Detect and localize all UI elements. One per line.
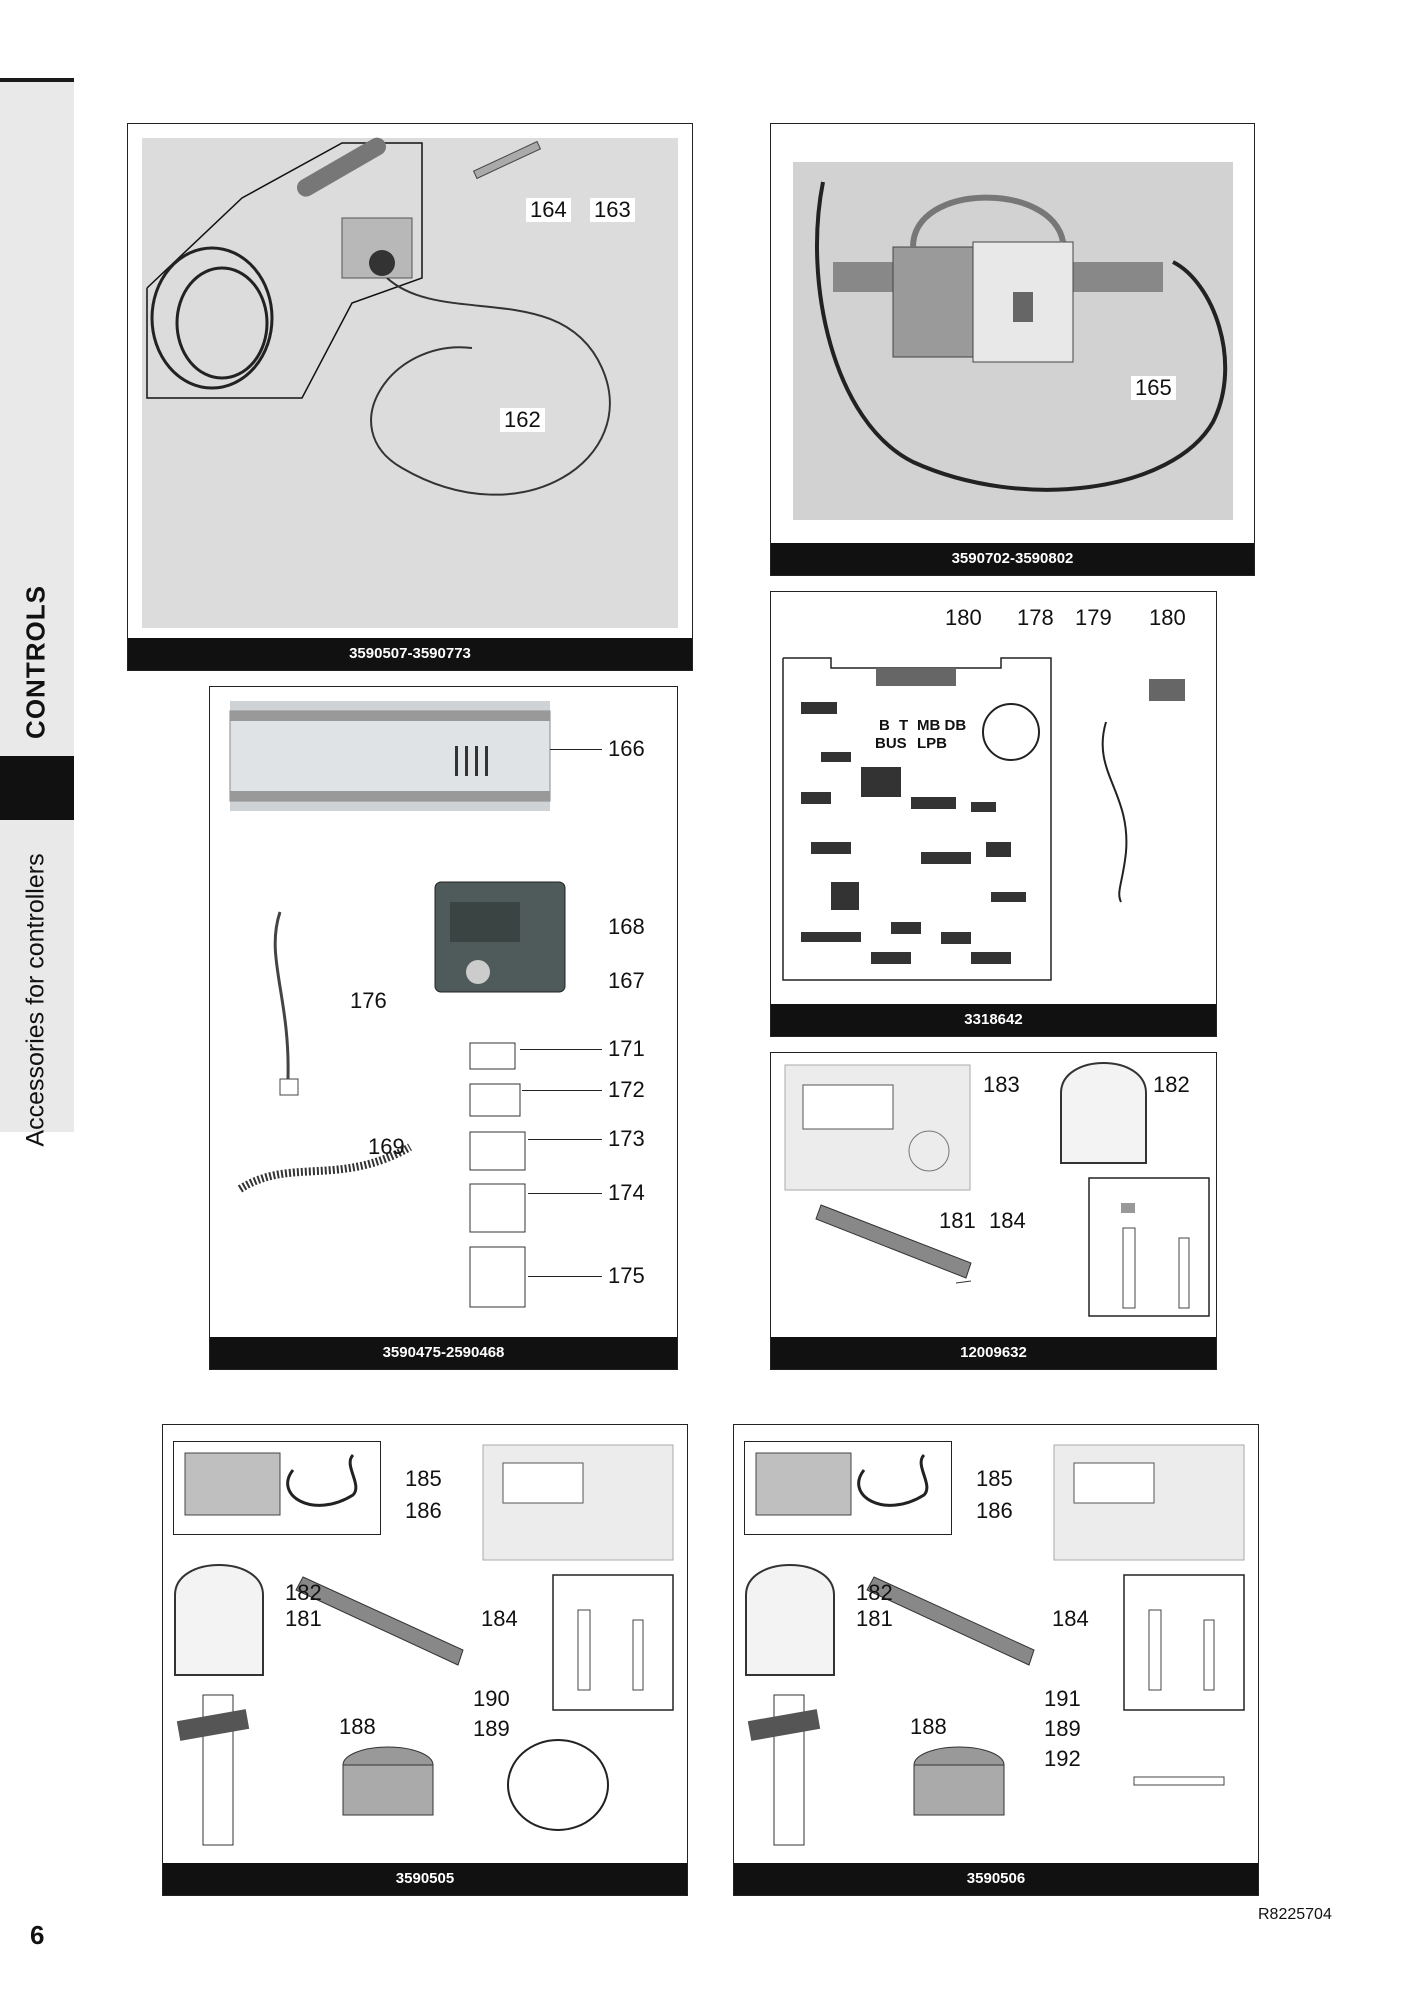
- pcb-label-mb-db: MB DB: [917, 717, 967, 734]
- panel-controller: 166 168 167 176 171 172 173 174 175 169 …: [209, 686, 678, 1370]
- callout-182: 182: [856, 1580, 893, 1605]
- callout-163: 163: [590, 198, 635, 222]
- pcb-label-b: B: [879, 717, 890, 734]
- callout-184: 184: [989, 1208, 1026, 1233]
- callout-171: 171: [608, 1036, 645, 1061]
- callout-184: 184: [481, 1606, 518, 1631]
- callout-191: 191: [1044, 1686, 1081, 1711]
- callout-167: 167: [608, 968, 645, 993]
- panel-caption: 3590702-3590802: [771, 543, 1254, 575]
- side-tab: [0, 82, 74, 1132]
- callout-165: 165: [1131, 376, 1176, 400]
- pcb-illustration: [782, 657, 1185, 981]
- callout-181: 181: [285, 1606, 322, 1631]
- kit-3590505-illustration: [174, 1444, 674, 1846]
- controller-photo: [229, 701, 551, 811]
- callout-183: 183: [983, 1072, 1020, 1097]
- relay-illustration: [815, 181, 1228, 492]
- callout-172: 172: [608, 1077, 645, 1102]
- callout-180: 180: [945, 605, 982, 630]
- panel-room-unit: 183 182 181 184 12009632: [770, 1052, 1217, 1370]
- room-unit-illustration: [784, 1062, 1210, 1317]
- callout-190: 190: [473, 1686, 510, 1711]
- panel-kit-3590506: 185 186 182 181 184 191 188 189 192 3590…: [733, 1424, 1259, 1896]
- pcb-label-lpb: LPB: [917, 735, 947, 752]
- callout-168: 168: [608, 914, 645, 939]
- callout-189: 189: [473, 1716, 510, 1741]
- callout-186: 186: [976, 1498, 1013, 1523]
- callout-164: 164: [526, 198, 571, 222]
- callout-176: 176: [350, 988, 387, 1013]
- page-number: 6: [30, 1920, 45, 1950]
- panel-caption: 3590475-2590468: [210, 1337, 677, 1369]
- callout-181: 181: [939, 1208, 976, 1233]
- section-title: CONTROLS: [20, 585, 51, 739]
- document-reference: R8225704: [1258, 1906, 1332, 1923]
- panel-caption: 12009632: [771, 1337, 1216, 1369]
- callout-185: 185: [405, 1466, 442, 1491]
- panel-caption: 3590507-3590773: [128, 638, 692, 670]
- callout-181: 181: [856, 1606, 893, 1631]
- callout-188: 188: [339, 1714, 376, 1739]
- callout-185: 185: [976, 1466, 1013, 1491]
- callout-173: 173: [608, 1126, 645, 1151]
- callout-169: 169: [368, 1134, 405, 1159]
- callout-186: 186: [405, 1498, 442, 1523]
- callout-189: 189: [1044, 1716, 1081, 1741]
- panel-pcb: B T MB DB BUS LPB 180 178 179 180 331864…: [770, 591, 1217, 1037]
- kit-3590506-illustration: [745, 1444, 1245, 1846]
- panel-caption: 3318642: [771, 1004, 1216, 1036]
- thermostat-illustration: [146, 137, 611, 496]
- panel-caption: 3590505: [163, 1863, 687, 1895]
- panel-relay: 165 3590702-3590802: [770, 123, 1255, 576]
- thermostat-photo: [142, 137, 678, 628]
- callout-182: 182: [285, 1580, 322, 1605]
- callout-174: 174: [608, 1180, 645, 1205]
- panel-thermostat: 164 163 162 3590507-3590773: [127, 123, 693, 671]
- pcb-label-t: T: [899, 717, 909, 734]
- pcb-label-bus: BUS: [875, 735, 907, 752]
- relay-photo: [793, 162, 1233, 520]
- callout-179: 179: [1075, 605, 1112, 630]
- callout-180-right: 180: [1149, 605, 1186, 630]
- callout-192: 192: [1044, 1746, 1081, 1771]
- panel-caption: 3590506: [734, 1863, 1258, 1895]
- callout-182: 182: [1153, 1072, 1190, 1097]
- controller-parts-illustration: [237, 881, 566, 1308]
- panel-kit-3590505: 185 186 182 181 184 190 188 189 3590505: [162, 1424, 688, 1896]
- callout-166: 166: [608, 736, 645, 761]
- callout-188: 188: [910, 1714, 947, 1739]
- callout-184: 184: [1052, 1606, 1089, 1631]
- callout-175: 175: [608, 1263, 645, 1288]
- side-tab-marker: [0, 756, 74, 820]
- callout-162: 162: [500, 408, 545, 432]
- callout-178: 178: [1017, 605, 1054, 630]
- section-subtitle: Accessories for controllers: [21, 853, 50, 1147]
